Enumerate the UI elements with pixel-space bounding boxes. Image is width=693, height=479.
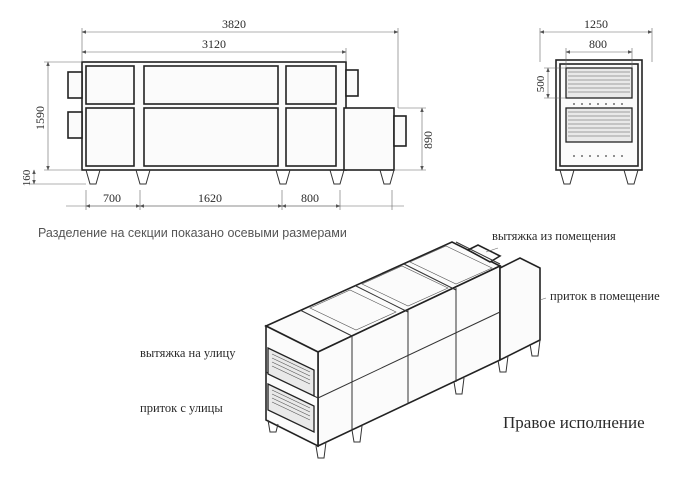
front-section-panel <box>85 107 135 167</box>
front-extension-section <box>343 107 395 171</box>
leg <box>379 169 395 185</box>
iso-title: Правое исполнение <box>503 413 645 432</box>
label-exhaust-outside: вытяжка на улицу <box>140 346 236 360</box>
front-section-panel <box>143 107 279 167</box>
iso-grill-exhaust <box>267 346 315 398</box>
dim-width: 1250 <box>584 17 608 31</box>
label-exhaust-from-room: вытяжка из помещения <box>492 229 616 243</box>
duct-stub <box>67 71 83 99</box>
dim-section-1: 700 <box>103 191 121 205</box>
label-supply-to-room: приток в помещение <box>550 289 660 303</box>
leg <box>329 169 345 185</box>
dim-section-2: 1620 <box>198 191 222 205</box>
section-note: Разделение на секции показано осевыми ра… <box>38 226 347 240</box>
leg <box>275 169 291 185</box>
dim-section-3: 800 <box>301 191 319 205</box>
duct-stub <box>67 111 83 139</box>
dim-extension-height: 890 <box>421 131 435 149</box>
leg <box>559 169 575 185</box>
iso-extension <box>499 257 541 362</box>
front-section-panel <box>85 65 135 105</box>
leg <box>85 169 101 185</box>
dim-leg: 160 <box>21 169 33 186</box>
iso-duct-top <box>466 244 502 263</box>
leg <box>623 169 639 185</box>
duct-stub <box>393 115 407 147</box>
dim-height: 1590 <box>33 106 47 130</box>
dim-inner-width: 800 <box>589 37 607 51</box>
side-grill-lower <box>565 107 633 143</box>
leg <box>135 169 151 185</box>
front-section-panel <box>285 65 337 105</box>
dim-main-length: 3120 <box>202 37 226 51</box>
label-supply-from-outside: приток с улицы <box>140 401 223 415</box>
duct-stub <box>345 69 359 97</box>
front-view: 3820 3120 1590 160 890 700 1620 800 <box>21 17 435 210</box>
iso-grill-supply <box>267 382 315 434</box>
side-view: 1250 800 500 <box>535 17 653 185</box>
dim-total-length: 3820 <box>222 17 246 31</box>
side-grill-upper <box>565 67 633 99</box>
front-section-panel <box>143 65 279 105</box>
dim-grill-height: 500 <box>535 75 547 92</box>
front-section-panel <box>285 107 337 167</box>
isometric-view <box>264 241 547 459</box>
